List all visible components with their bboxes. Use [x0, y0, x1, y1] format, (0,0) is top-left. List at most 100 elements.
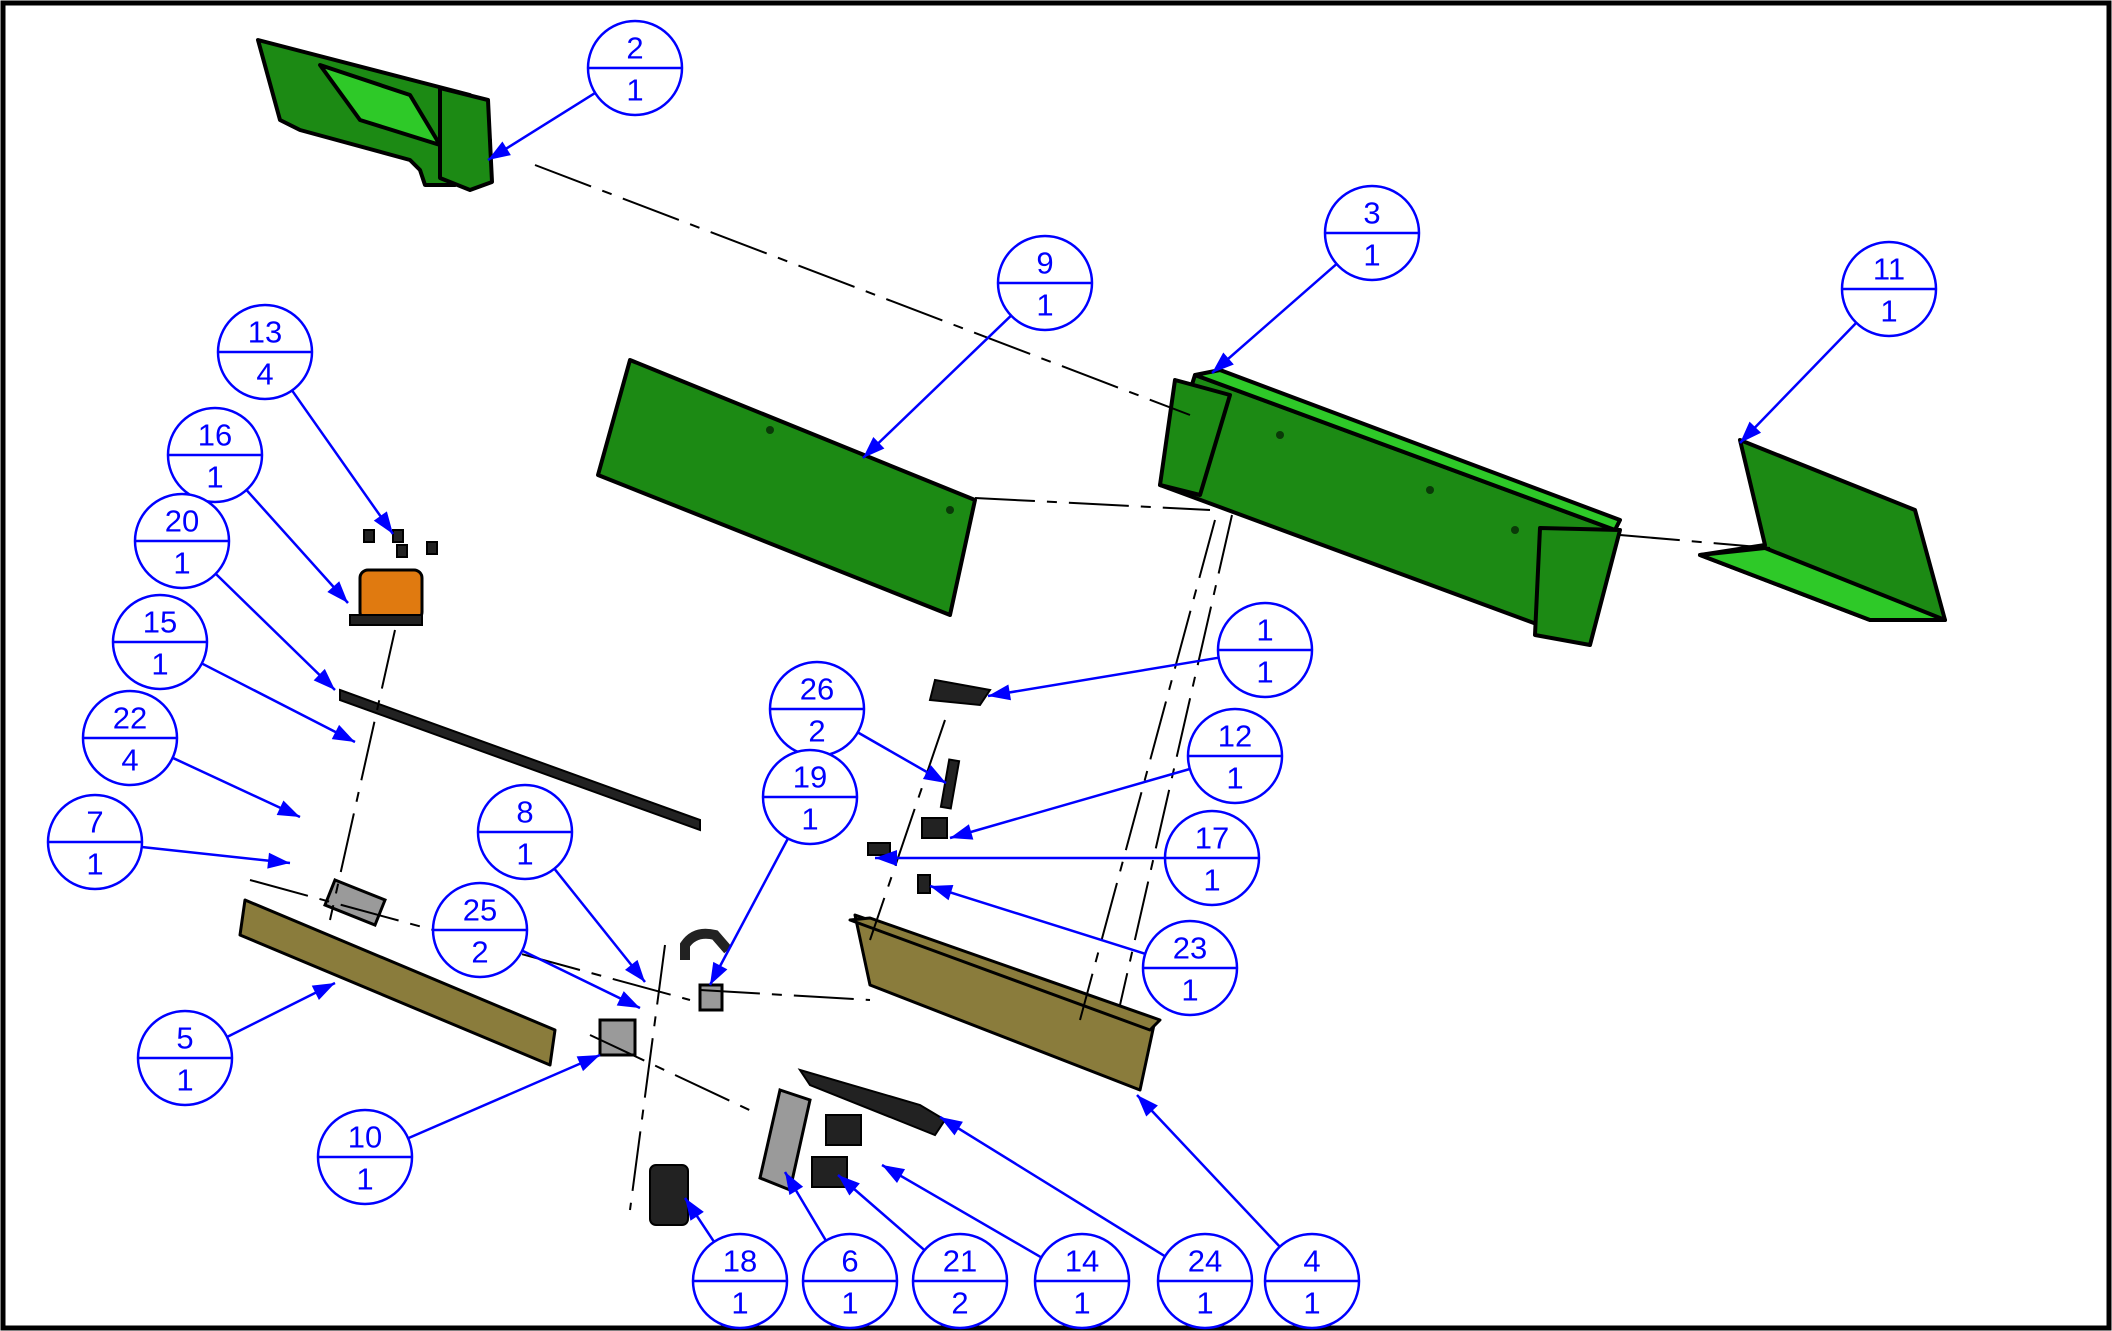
- balloon-quantity: 1: [626, 73, 643, 108]
- balloon-leader: [708, 837, 790, 986]
- balloon-quantity: 2: [951, 1286, 968, 1321]
- balloon-item-number: 7: [86, 805, 103, 840]
- balloon-item-number: 12: [1218, 719, 1252, 754]
- balloon-arrowhead: [311, 983, 335, 1000]
- balloon-arrowhead: [373, 511, 393, 534]
- balloon-item-14: 141: [881, 1163, 1131, 1330]
- balloon-arrowhead: [313, 668, 335, 690]
- balloon-leader: [553, 867, 646, 983]
- balloon-arrowhead: [616, 991, 640, 1008]
- balloon-quantity: 1: [356, 1162, 373, 1197]
- balloon-arrowhead: [940, 1117, 963, 1136]
- part-bar-20: [339, 688, 701, 832]
- balloon-item-25: 252: [431, 881, 641, 1010]
- balloon-quantity: 1: [1196, 1286, 1213, 1321]
- part-plate-6: [758, 1088, 812, 1193]
- balloon-leader: [201, 662, 356, 744]
- balloon-item-number: 4: [1303, 1244, 1320, 1279]
- balloon-leader: [172, 756, 301, 819]
- balloon-item-number: 15: [143, 605, 177, 640]
- balloon-item-number: 8: [516, 795, 533, 830]
- balloon-arrowhead: [930, 884, 954, 901]
- balloon-item-21: 21 2: [837, 1174, 1009, 1330]
- balloon-quantity: 1: [1226, 761, 1243, 796]
- balloon-leader: [949, 767, 1191, 840]
- centerlines: [249, 164, 1771, 1211]
- balloon-item-number: 9: [1036, 246, 1053, 281]
- balloon-item-26: 262: [768, 660, 947, 785]
- balloon-quantity: 2: [808, 714, 825, 749]
- balloon-item-number: 18: [723, 1244, 757, 1279]
- balloon-item-12: 121: [949, 707, 1284, 840]
- balloon-arrowhead: [267, 852, 290, 869]
- balloon-item-number: 3: [1363, 196, 1380, 231]
- balloon-item-number: 2: [626, 31, 643, 66]
- balloon-quantity: 1: [1363, 238, 1380, 273]
- part-screw-23: [917, 874, 931, 894]
- balloon-arrowhead: [576, 1055, 600, 1072]
- balloon-leader: [291, 389, 395, 535]
- balloon-quantity: 1: [86, 847, 103, 882]
- balloon-quantity: 1: [1256, 655, 1273, 690]
- balloon-arrowhead: [863, 436, 885, 458]
- part-bracket-10: [598, 1018, 637, 1057]
- balloon-arrowhead: [875, 850, 897, 866]
- balloon-item-number: 13: [248, 315, 282, 350]
- balloon-quantity: 1: [206, 460, 223, 495]
- balloon-item-number: 6: [841, 1244, 858, 1279]
- part-bar-24: [797, 1068, 947, 1137]
- balloon-item-20: 201: [133, 492, 336, 691]
- balloon-item-4: 41: [1136, 1094, 1361, 1330]
- balloon-item-number: 10: [348, 1120, 382, 1155]
- balloon-item-number: 14: [1065, 1244, 1099, 1279]
- balloon-arrowhead: [988, 684, 1012, 701]
- balloon-item-15: 151: [111, 593, 356, 744]
- balloon-item-22: 224: [81, 689, 301, 819]
- balloon-item-number: 5: [176, 1021, 193, 1056]
- balloon-item-number: 11: [1873, 252, 1905, 287]
- balloon-leader: [929, 884, 1146, 956]
- balloon-item-5: 51: [136, 981, 336, 1107]
- balloon-quantity: 1: [1181, 973, 1198, 1008]
- balloon-item-8: 81: [476, 783, 646, 983]
- balloon-item-6: 61: [783, 1171, 899, 1330]
- balloon-quantity: 4: [121, 743, 138, 778]
- balloon-arrowhead: [922, 765, 946, 783]
- part-pin-17: [867, 842, 891, 856]
- balloon-leader: [141, 845, 291, 865]
- balloon-quantity: 1: [176, 1063, 193, 1098]
- balloon-arrowhead: [882, 1165, 906, 1183]
- balloon-item-3: 31: [1211, 184, 1421, 374]
- part-clip-1: [928, 678, 992, 707]
- balloon-quantity: 1: [841, 1286, 858, 1321]
- balloon-arrowhead: [327, 581, 348, 603]
- balloon-arrowhead: [1212, 352, 1234, 373]
- balloon-item-number: 20: [165, 504, 199, 539]
- part-panel-9: [596, 358, 977, 617]
- balloon-item-number: 22: [113, 701, 147, 736]
- balloon-leader: [881, 1163, 1042, 1259]
- balloon-item-18: 181: [683, 1197, 789, 1330]
- balloon-leader: [1211, 263, 1338, 374]
- part-block-18: [649, 1164, 689, 1226]
- balloon-arrowhead: [785, 1172, 804, 1195]
- balloon-quantity: 1: [1036, 288, 1053, 323]
- balloon-item-7: 71: [46, 793, 291, 891]
- balloon-leader: [1739, 321, 1858, 444]
- balloon-item-17: 171: [875, 809, 1261, 907]
- balloon-arrowhead: [625, 959, 645, 982]
- balloon-quantity: 1: [731, 1286, 748, 1321]
- balloon-quantity: 1: [173, 546, 190, 581]
- balloon-arrowhead: [710, 961, 728, 985]
- part-nut-12: [921, 817, 948, 839]
- balloon-leader: [939, 1115, 1166, 1258]
- balloon-item-19: 191: [708, 748, 859, 986]
- balloon-arrowhead: [685, 1198, 704, 1221]
- balloon-item-1: 11: [987, 601, 1314, 701]
- balloon-item-10: 101: [316, 1053, 601, 1206]
- balloon-item-number: 26: [800, 672, 834, 707]
- balloon-leader: [862, 314, 1012, 459]
- balloon-item-number: 23: [1173, 931, 1207, 966]
- balloon-item-number: 21: [943, 1244, 977, 1279]
